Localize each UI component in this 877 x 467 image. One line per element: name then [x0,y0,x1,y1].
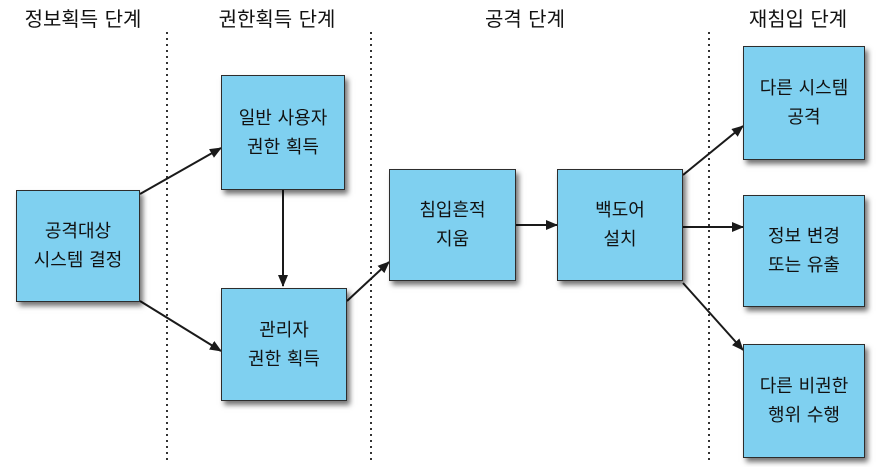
node-label-line: 공격대상 [44,221,112,242]
node-label-line: 다른 비권한 [759,376,849,397]
node-label-line: 또는 유출 [768,255,840,276]
arrow-target-to-admin [139,300,222,352]
arrow-admin-to-traces [346,261,390,302]
node-label-line: 설치 [603,229,637,250]
node-install-backdoor: 백도어 설치 [557,169,683,281]
node-user-privilege: 일반 사용자 권한 획득 [221,75,345,190]
node-attack-other-system: 다른 시스템 공격 [743,46,865,160]
node-label-line: 백도어 [595,200,645,221]
node-modify-or-leak: 정보 변경 또는 유출 [743,195,865,307]
arrow-backdoor-to-attack [682,125,744,176]
node-label-line: 권한 획득 [247,136,319,158]
arrow-backdoor-to-misconduct [682,282,744,351]
node-label-line: 시스템 결정 [33,250,123,271]
arrow-target-to-user [139,147,222,195]
node-target-selection: 공격대상 시스템 결정 [16,190,140,302]
node-label-line: 지움 [435,229,470,250]
node-label-line: 다른 시스템 [759,78,849,99]
node-admin-privilege: 관리자 권한 획득 [221,288,347,401]
node-erase-traces: 침입흔적 지움 [389,169,516,281]
node-label-line: 행위 수행 [768,405,840,426]
phase-title-attack: 공격 단계 [485,7,565,31]
phase-title-privilege-gain: 권한획득 단계 [218,7,336,31]
phase-title-info-gathering: 정보획득 단계 [24,7,142,31]
node-other-misconduct: 다른 비권한 행위 수행 [743,344,865,458]
node-label-line: 관리자 [259,319,309,341]
node-label-line: 일반 사용자 [238,107,328,129]
node-label-line: 권한 획득 [248,348,320,370]
phase-title-reentry: 재침입 단계 [748,7,848,31]
node-label-line: 침입흔적 [419,200,486,221]
node-label-line: 정보 변경 [768,226,840,247]
node-label-line: 공격 [787,107,821,128]
